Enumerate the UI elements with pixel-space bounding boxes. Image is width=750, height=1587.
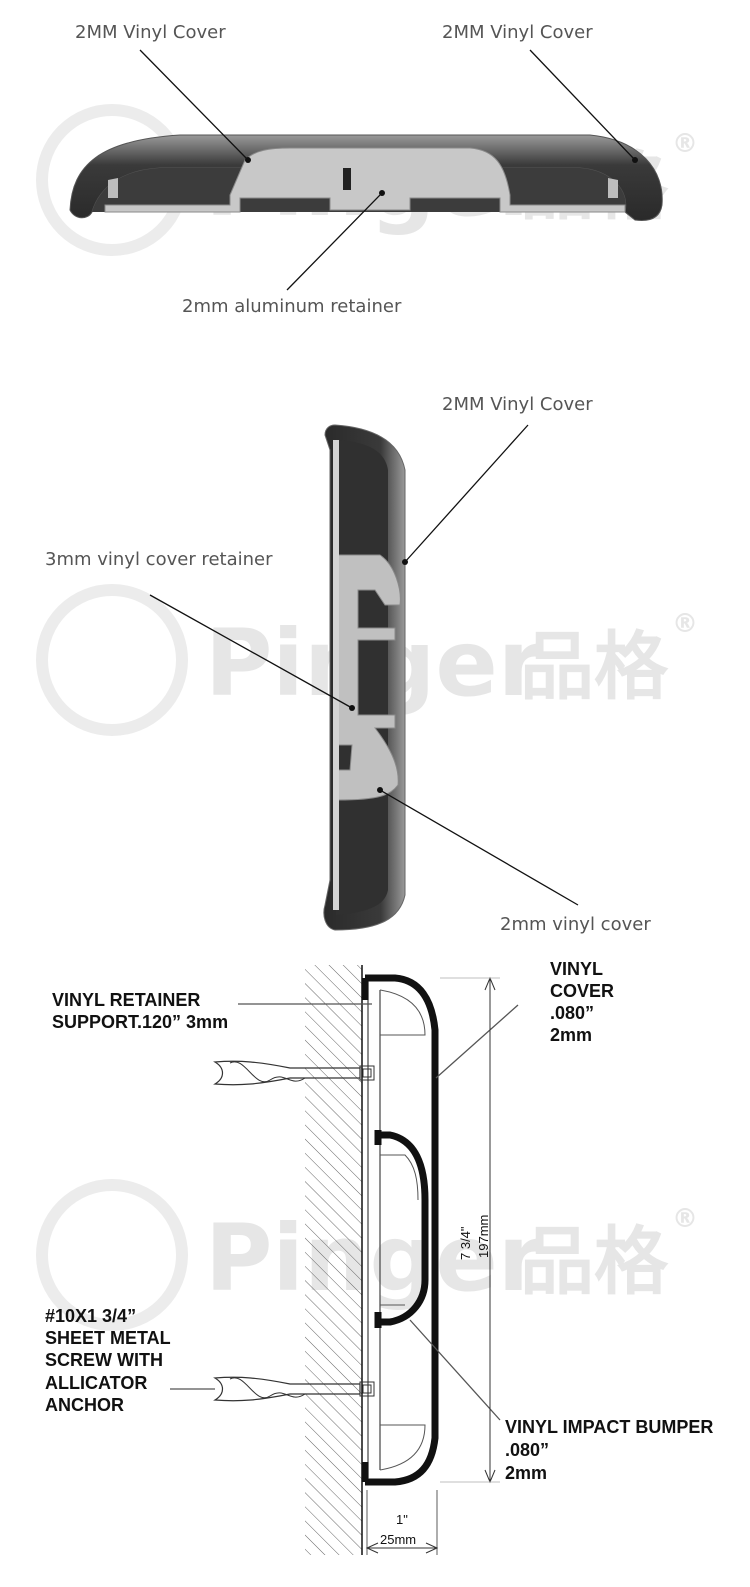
label-screw-line1: #10X1 3/4”	[45, 1306, 136, 1326]
label-cover-line1: VINYL	[550, 959, 603, 979]
leader-left	[149, 594, 353, 709]
label-vinyl-cover-right: 2MM Vinyl Cover	[442, 22, 593, 43]
panel-1-cross-section: 2MM Vinyl Cover 2MM Vinyl Cover 2mm alum…	[69, 22, 663, 317]
watermark-chinese: 品格	[520, 624, 669, 710]
watermark-3: Pinger 品格 ®	[36, 1179, 698, 1331]
panel-2-side-view: 2MM Vinyl Cover 3mm vinyl cover retainer…	[45, 394, 651, 935]
leader-bumper	[409, 1319, 501, 1421]
label-aluminum-retainer: 2mm aluminum retainer	[182, 296, 402, 317]
retainer-bottom-curve	[379, 1424, 426, 1471]
leader-bottom	[379, 789, 579, 906]
label-bumper-line1: VINYL IMPACT BUMPER	[505, 1417, 713, 1437]
anchor-top	[213, 1060, 375, 1086]
retainer-outline	[367, 978, 381, 1478]
label-vinyl-cover-left: 2MM Vinyl Cover	[75, 22, 226, 43]
vinyl-cover-outline	[365, 974, 439, 1486]
leader-top	[404, 424, 529, 563]
wall-edge	[333, 440, 339, 910]
label-cover-line4: 2mm	[550, 1025, 592, 1045]
label-screw-line4: ALLICATOR	[45, 1373, 147, 1393]
label-screw-line5: ANCHOR	[45, 1395, 124, 1415]
label-retainer-line1: VINYL RETAINER	[52, 990, 200, 1010]
watermark-registered: ®	[672, 1204, 698, 1234]
label-bumper-line3: 2mm	[505, 1463, 547, 1483]
label-screw-line3: SCREW WITH	[45, 1350, 163, 1370]
dimension-height-mm: 197mm	[476, 1215, 491, 1258]
leader-bottom	[286, 192, 383, 291]
wall-hatch	[305, 965, 362, 1555]
retainer-top-curve	[379, 989, 426, 1036]
leader-cover	[435, 1004, 519, 1079]
dimension-depth-inches: 1"	[396, 1512, 408, 1527]
dimension-depth-mm: 25mm	[380, 1532, 416, 1547]
label-vinyl-cover-top: 2MM Vinyl Cover	[442, 394, 593, 415]
label-cover-retainer: 3mm vinyl cover retainer	[45, 549, 273, 570]
screw	[343, 168, 351, 190]
label-vinyl-cover-bottom: 2mm vinyl cover	[500, 914, 651, 935]
impact-bumper	[378, 1131, 429, 1326]
dimension-height-inches: 7 3/4"	[458, 1226, 473, 1260]
aluminum-retainer	[104, 147, 626, 213]
panel-3-technical-drawing: 7 3/4" 197mm 1" 25mm VINYL RETAINER SUPP…	[45, 959, 713, 1555]
label-cover-line3: .080”	[550, 1003, 594, 1023]
leader-left	[139, 49, 249, 161]
retainer-hook-left	[108, 178, 118, 198]
watermark-registered: ®	[672, 609, 698, 639]
watermark-registered: ®	[672, 129, 698, 159]
watermark-brand: Pinger	[205, 1205, 544, 1312]
label-screw-line2: SHEET METAL	[45, 1328, 171, 1348]
label-bumper-line2: .080”	[505, 1440, 549, 1460]
aluminum-retainer-vertical	[337, 554, 401, 801]
label-retainer-line2: SUPPORT.120” 3mm	[52, 1012, 228, 1032]
label-cover-line2: COVER	[550, 981, 614, 1001]
leader-right	[529, 49, 636, 161]
anchor-bottom	[213, 1376, 375, 1402]
watermark-chinese: 品格	[520, 1219, 669, 1305]
retainer-hook-right	[608, 178, 618, 198]
